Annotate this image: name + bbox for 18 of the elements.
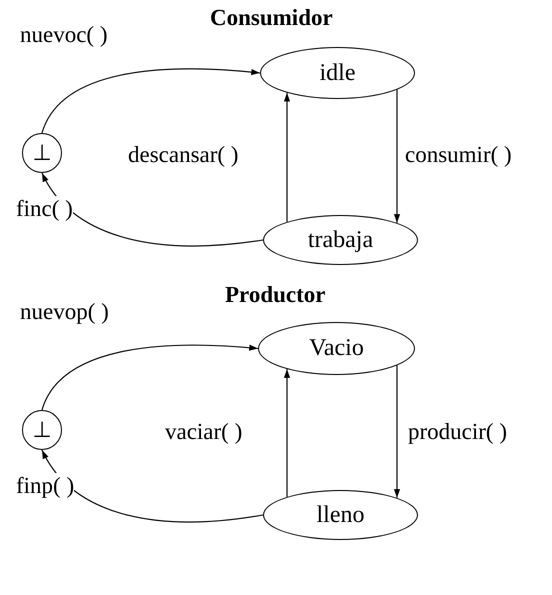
arrow bbox=[42, 450, 264, 523]
arrow bbox=[42, 344, 258, 410]
section-title: Consumidor bbox=[210, 5, 333, 31]
edge-label: finp( ) bbox=[16, 473, 74, 499]
arrow bbox=[394, 365, 400, 498]
state-ellipse: idle bbox=[260, 47, 415, 99]
arrow bbox=[394, 90, 400, 223]
state-ellipse: Vacio bbox=[258, 322, 415, 375]
arrow bbox=[42, 172, 264, 246]
section-title: Productor bbox=[225, 282, 326, 308]
arrow bbox=[42, 68, 260, 134]
edge-label: finc( ) bbox=[16, 196, 73, 222]
state-circle: ⊥ bbox=[22, 410, 62, 450]
state-circle: ⊥ bbox=[22, 133, 62, 173]
state-ellipse: trabaja bbox=[263, 215, 418, 265]
arrow bbox=[284, 92, 290, 222]
state-ellipse: lleno bbox=[263, 490, 418, 540]
arrow bbox=[284, 369, 290, 497]
